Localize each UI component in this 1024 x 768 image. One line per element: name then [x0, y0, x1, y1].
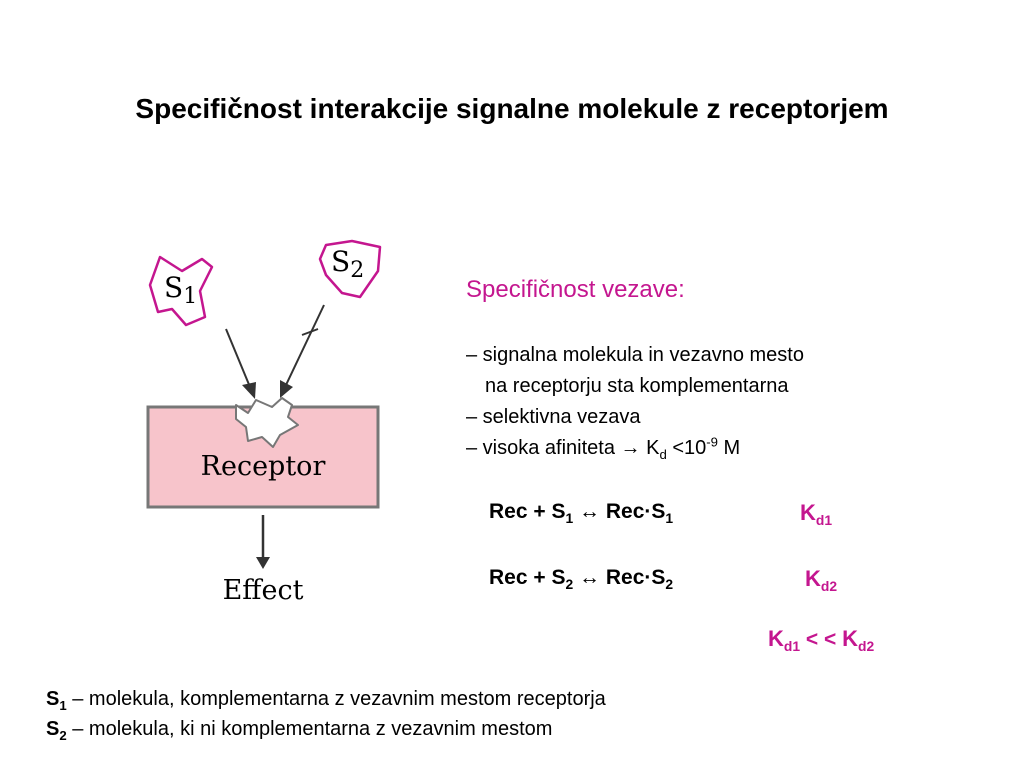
- footnote-s1: S1 – molekula, komplementarna z vezavnim…: [46, 688, 606, 713]
- kd1-label: Kd1: [800, 500, 833, 529]
- receptor-label: Receptor: [201, 451, 326, 482]
- equation-s1: Rec + S1 ↔ Rec·S1: [489, 500, 674, 527]
- binding-specificity-heading: Specifičnost vezave:: [466, 276, 685, 303]
- kd2-label: Kd2: [805, 566, 838, 595]
- binding-site-notch: [235, 397, 299, 448]
- receptor-diagram-svg: S1 S2 Receptor Effect: [146, 239, 382, 606]
- kd-comparison: Kd1 < < Kd2: [768, 626, 875, 655]
- footnote: S1 – molekula, komplementarna z vezavnim…: [46, 684, 606, 744]
- receptor-diagram: S1 S2 Receptor Effect: [130, 235, 400, 615]
- footnote-s2: S2 – molekula, ki ni komplementarna z ve…: [46, 718, 553, 743]
- effect-label: Effect: [223, 575, 304, 606]
- s2-molecule-shape: [318, 239, 382, 299]
- s1-label: S1: [164, 271, 197, 309]
- s1-molecule-shape: [148, 255, 214, 327]
- bullet-complementary: – signalna molekula in vezavno mesto: [466, 344, 804, 366]
- bullet-affinity: – visoka afiniteta → Kd <10-9 M: [466, 434, 741, 462]
- slide-title: Specifičnost interakcije signalne moleku…: [135, 93, 889, 124]
- s1-binding-arrow: [225, 328, 251, 388]
- s2-label: S2: [331, 245, 364, 283]
- effect-arrowhead: [256, 557, 270, 569]
- s2-block-mark: [301, 328, 319, 336]
- s2-binding-arrow: [285, 304, 325, 386]
- s1-arrowhead: [242, 382, 256, 399]
- bullet-complementary-cont: na receptorju sta komplementarna: [485, 375, 789, 397]
- bullet-selective: – selektivna vezava: [466, 406, 641, 428]
- bullet-list: – signalna molekula in vezavno mesto na …: [466, 340, 804, 464]
- equation-s2: Rec + S2 ↔ Rec·S2: [489, 566, 674, 593]
- s2-arrowhead: [280, 380, 293, 398]
